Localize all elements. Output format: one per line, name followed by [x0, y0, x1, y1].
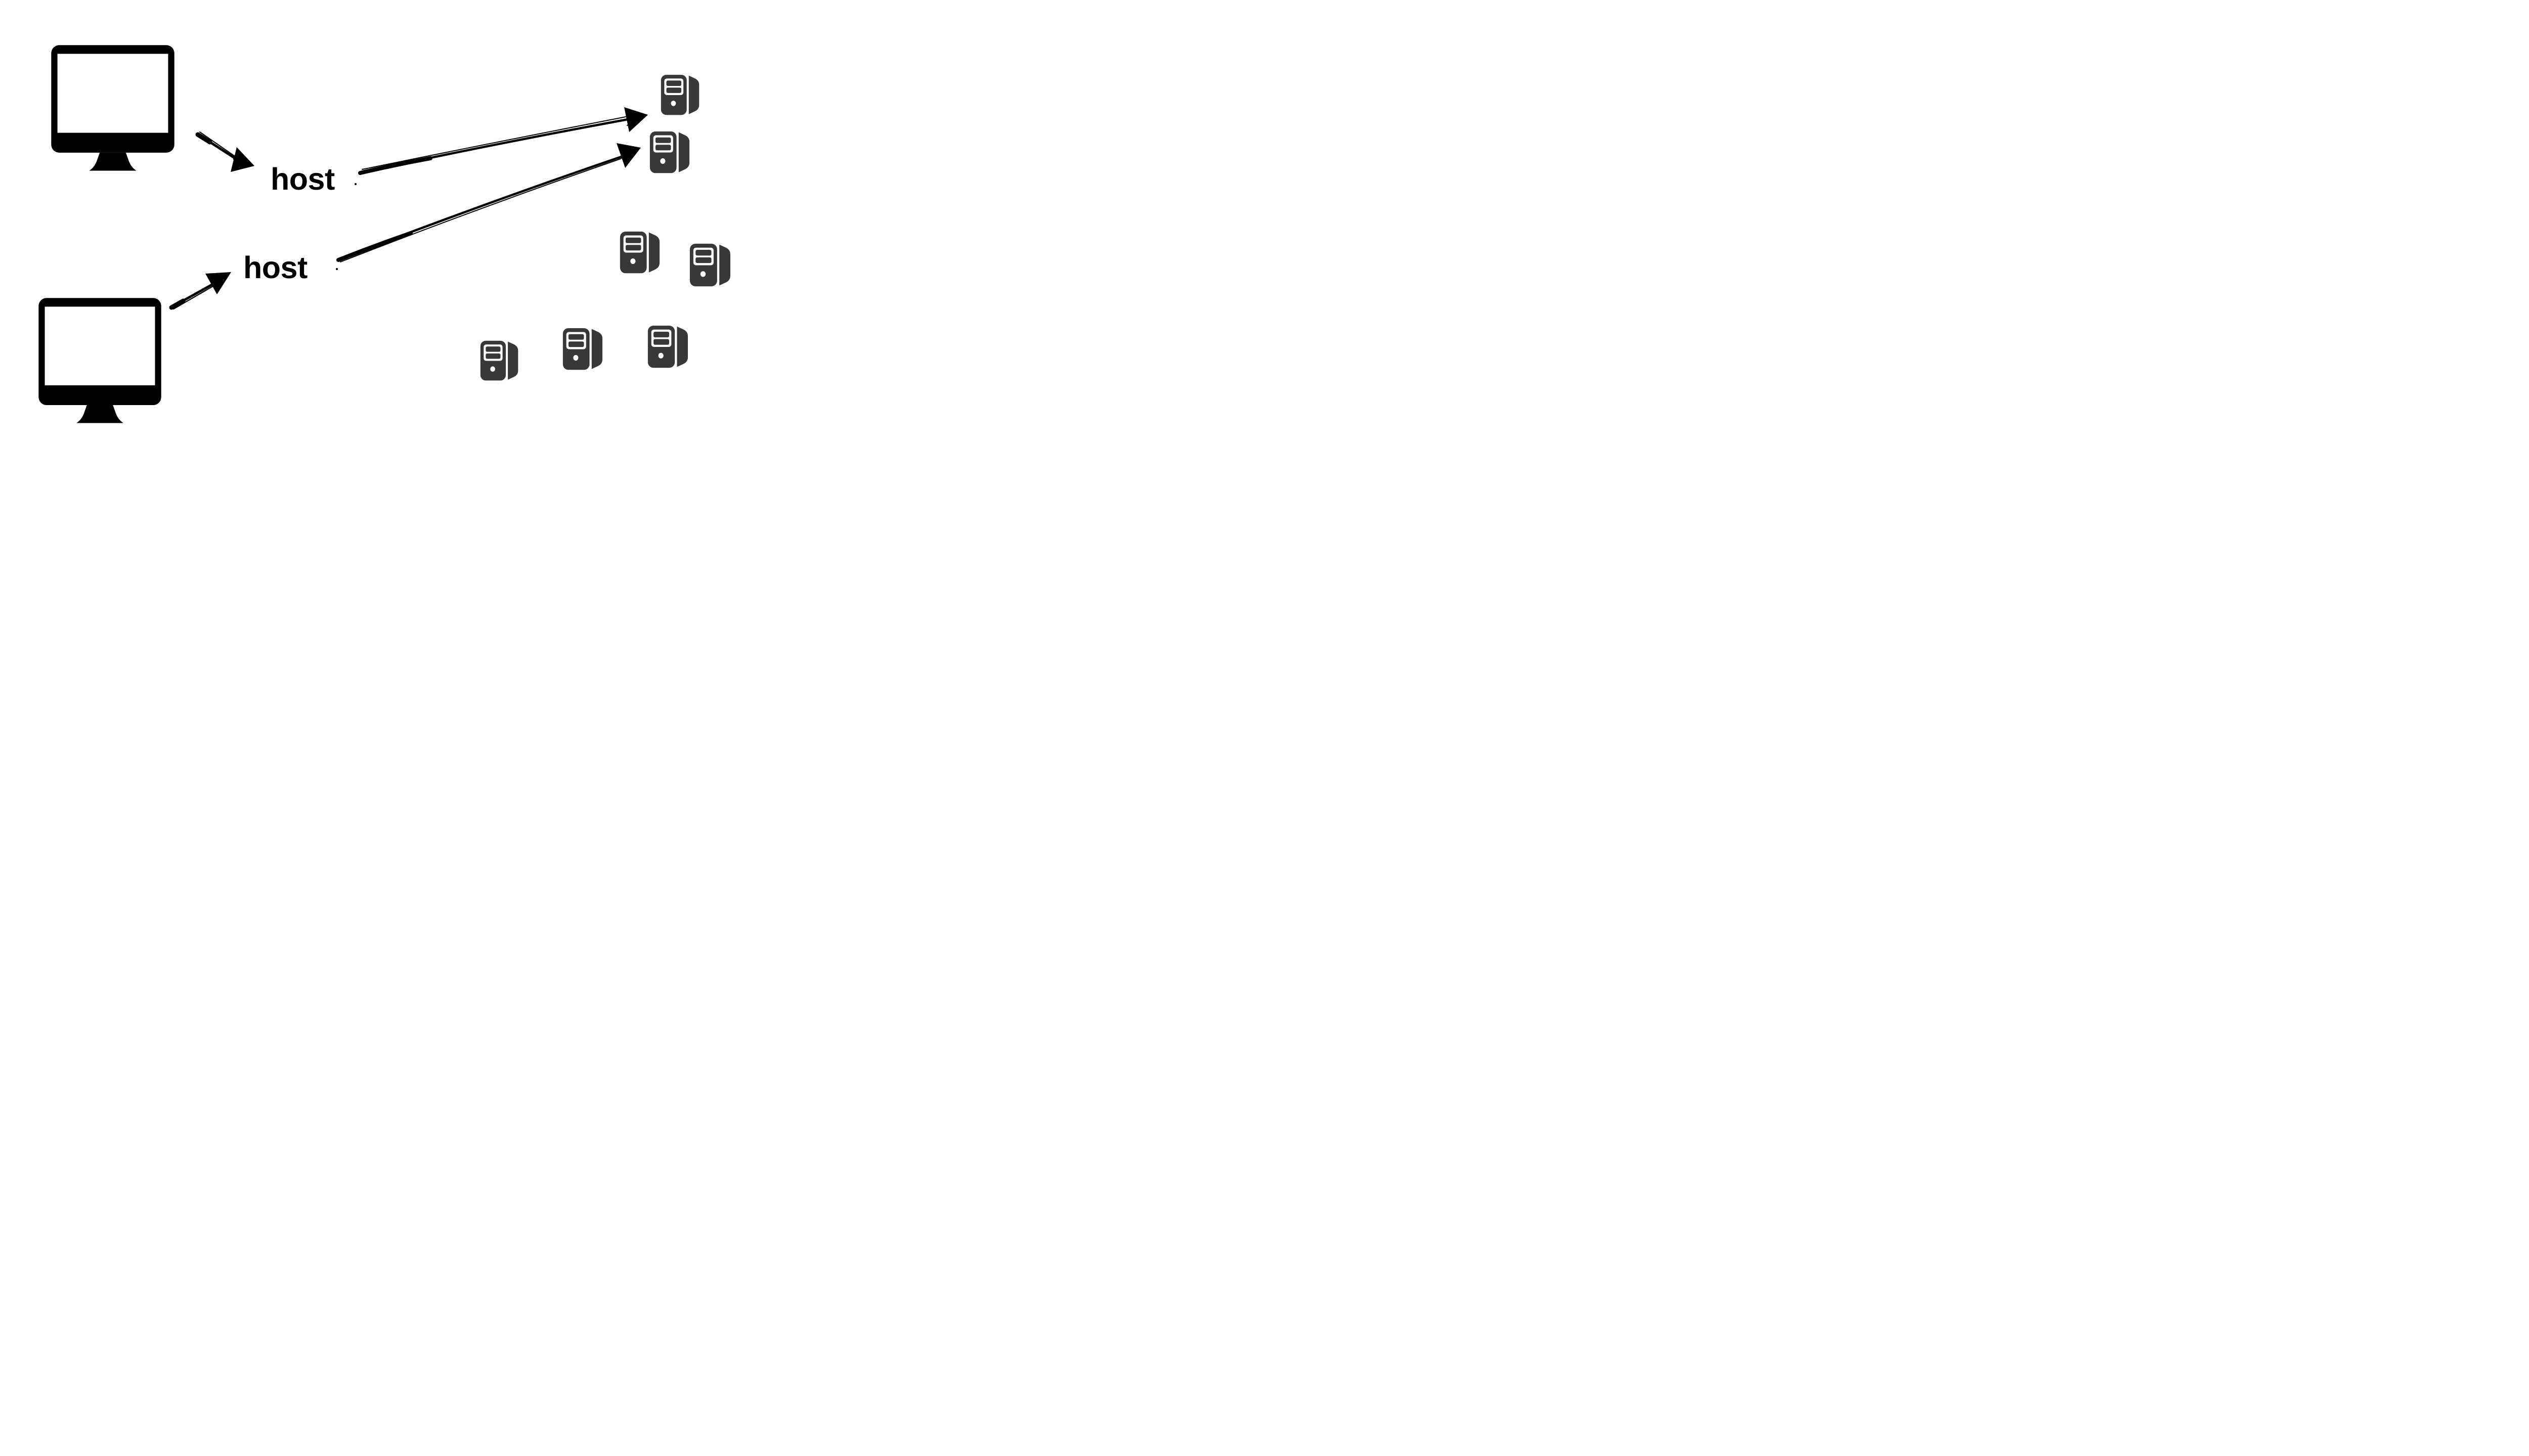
- desktop-monitor-icon: [51, 45, 175, 171]
- server-tower-icon: [661, 74, 700, 115]
- arrowhead: [617, 143, 641, 168]
- server-drive-slot: [666, 87, 681, 93]
- server-drive-slot: [666, 80, 681, 86]
- arrowhead: [624, 107, 648, 132]
- desktop-monitor-icon: [38, 298, 161, 423]
- ink-speck: [355, 183, 357, 185]
- monitor-screen: [57, 54, 168, 133]
- hand-drawn-arrow-client1-to-host1: [195, 131, 254, 172]
- arrowhead: [231, 147, 254, 172]
- server-tower-icon: [620, 231, 660, 274]
- hand-drawn-arrow-client2-to-host2: [169, 272, 231, 310]
- monitor-screen: [45, 306, 155, 385]
- ink-speck: [336, 268, 338, 270]
- server-power-light: [671, 101, 676, 106]
- server-tower-icon: [480, 340, 518, 381]
- hand-drawn-arrow-host1-to-server1: [355, 107, 648, 185]
- arrowhead: [205, 272, 231, 294]
- monitor-stand: [76, 405, 124, 423]
- server-tower-icon: [562, 328, 603, 370]
- server-side-panel: [688, 75, 700, 114]
- diagram-canvas: host host: [0, 0, 777, 437]
- server-tower-icon: [647, 325, 688, 368]
- monitor-stand: [89, 152, 137, 171]
- hand-drawn-arrow-host2-to-server2: [336, 143, 641, 270]
- server-tower-icon: [689, 243, 730, 287]
- host-label: host: [243, 250, 308, 285]
- host-label: host: [271, 162, 335, 196]
- server-tower-icon: [649, 131, 690, 173]
